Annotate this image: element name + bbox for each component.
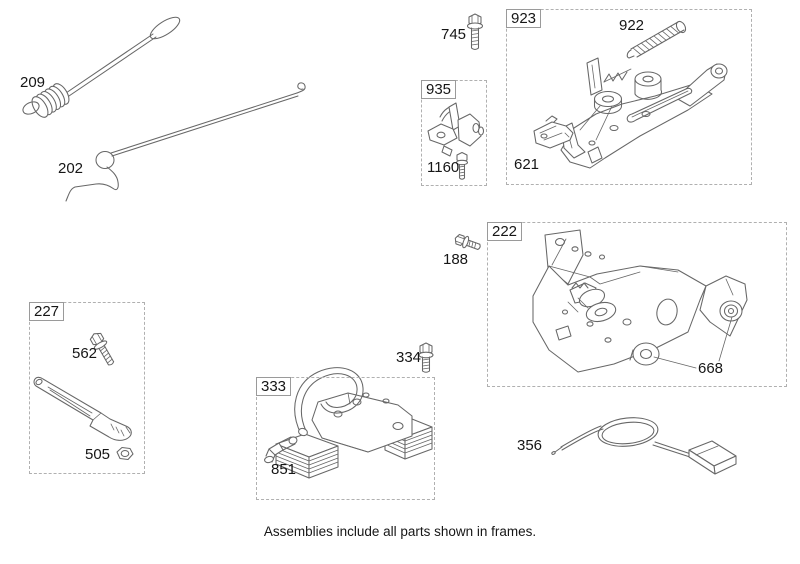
part-621-label: 621 (514, 156, 540, 173)
part-1160-label: 1160 (427, 159, 460, 176)
frame-222: 222 (487, 222, 787, 387)
part-202-label: 202 (58, 160, 84, 177)
part-209-label: 209 (20, 74, 46, 91)
frame-333-label-box: 333 (256, 377, 292, 396)
diagram-caption: Assemblies include all parts shown in fr… (263, 524, 537, 539)
part-922-label: 922 (619, 17, 645, 34)
part-851-elbow-drawing (264, 436, 298, 464)
frame-333-number: 333 (261, 378, 287, 395)
part-668-label: 668 (698, 360, 724, 377)
part-745-bolt-drawing (466, 13, 484, 51)
part-209-spring-drawing (22, 16, 181, 118)
part-356-label: 356 (517, 437, 543, 454)
frame-923-number: 923 (511, 10, 537, 27)
frame-923-label-box: 923 (506, 9, 542, 28)
frame-935-number: 935 (426, 81, 452, 98)
frame-227-assembly-drawing (33, 332, 134, 461)
part-334-bolt-drawing (418, 342, 434, 373)
frame-222-number: 222 (492, 223, 518, 240)
part-562-label: 562 (72, 345, 98, 362)
part-505-label: 505 (85, 446, 111, 463)
part-356-cable-drawing (551, 417, 737, 475)
frame-227-number: 227 (34, 303, 60, 320)
part-188-label: 188 (443, 251, 469, 268)
part-621-clip-drawing (533, 115, 574, 149)
frame-935-label-box: 935 (421, 80, 457, 99)
part-851-label: 851 (271, 461, 297, 478)
part-188-bolt-drawing (454, 233, 481, 250)
frame-227: 227 (29, 302, 145, 474)
part-334-label: 334 (396, 349, 422, 366)
frame-222-assembly-drawing (532, 229, 748, 373)
frame-935-assembly-drawing (427, 102, 485, 157)
frame-923: 923 (506, 9, 752, 185)
frame-333-coil-drawing (275, 367, 433, 479)
part-202-wire-link-drawing (65, 82, 306, 202)
frame-333: 333 (256, 377, 435, 500)
frame-227-label-box: 227 (29, 302, 65, 321)
frame-222-label-box: 222 (487, 222, 523, 241)
part-1160-bolt-drawing (455, 151, 469, 180)
frame-923-assembly-drawing (560, 20, 728, 169)
part-745-label: 745 (441, 26, 467, 43)
frame-935: 935 (421, 80, 487, 186)
